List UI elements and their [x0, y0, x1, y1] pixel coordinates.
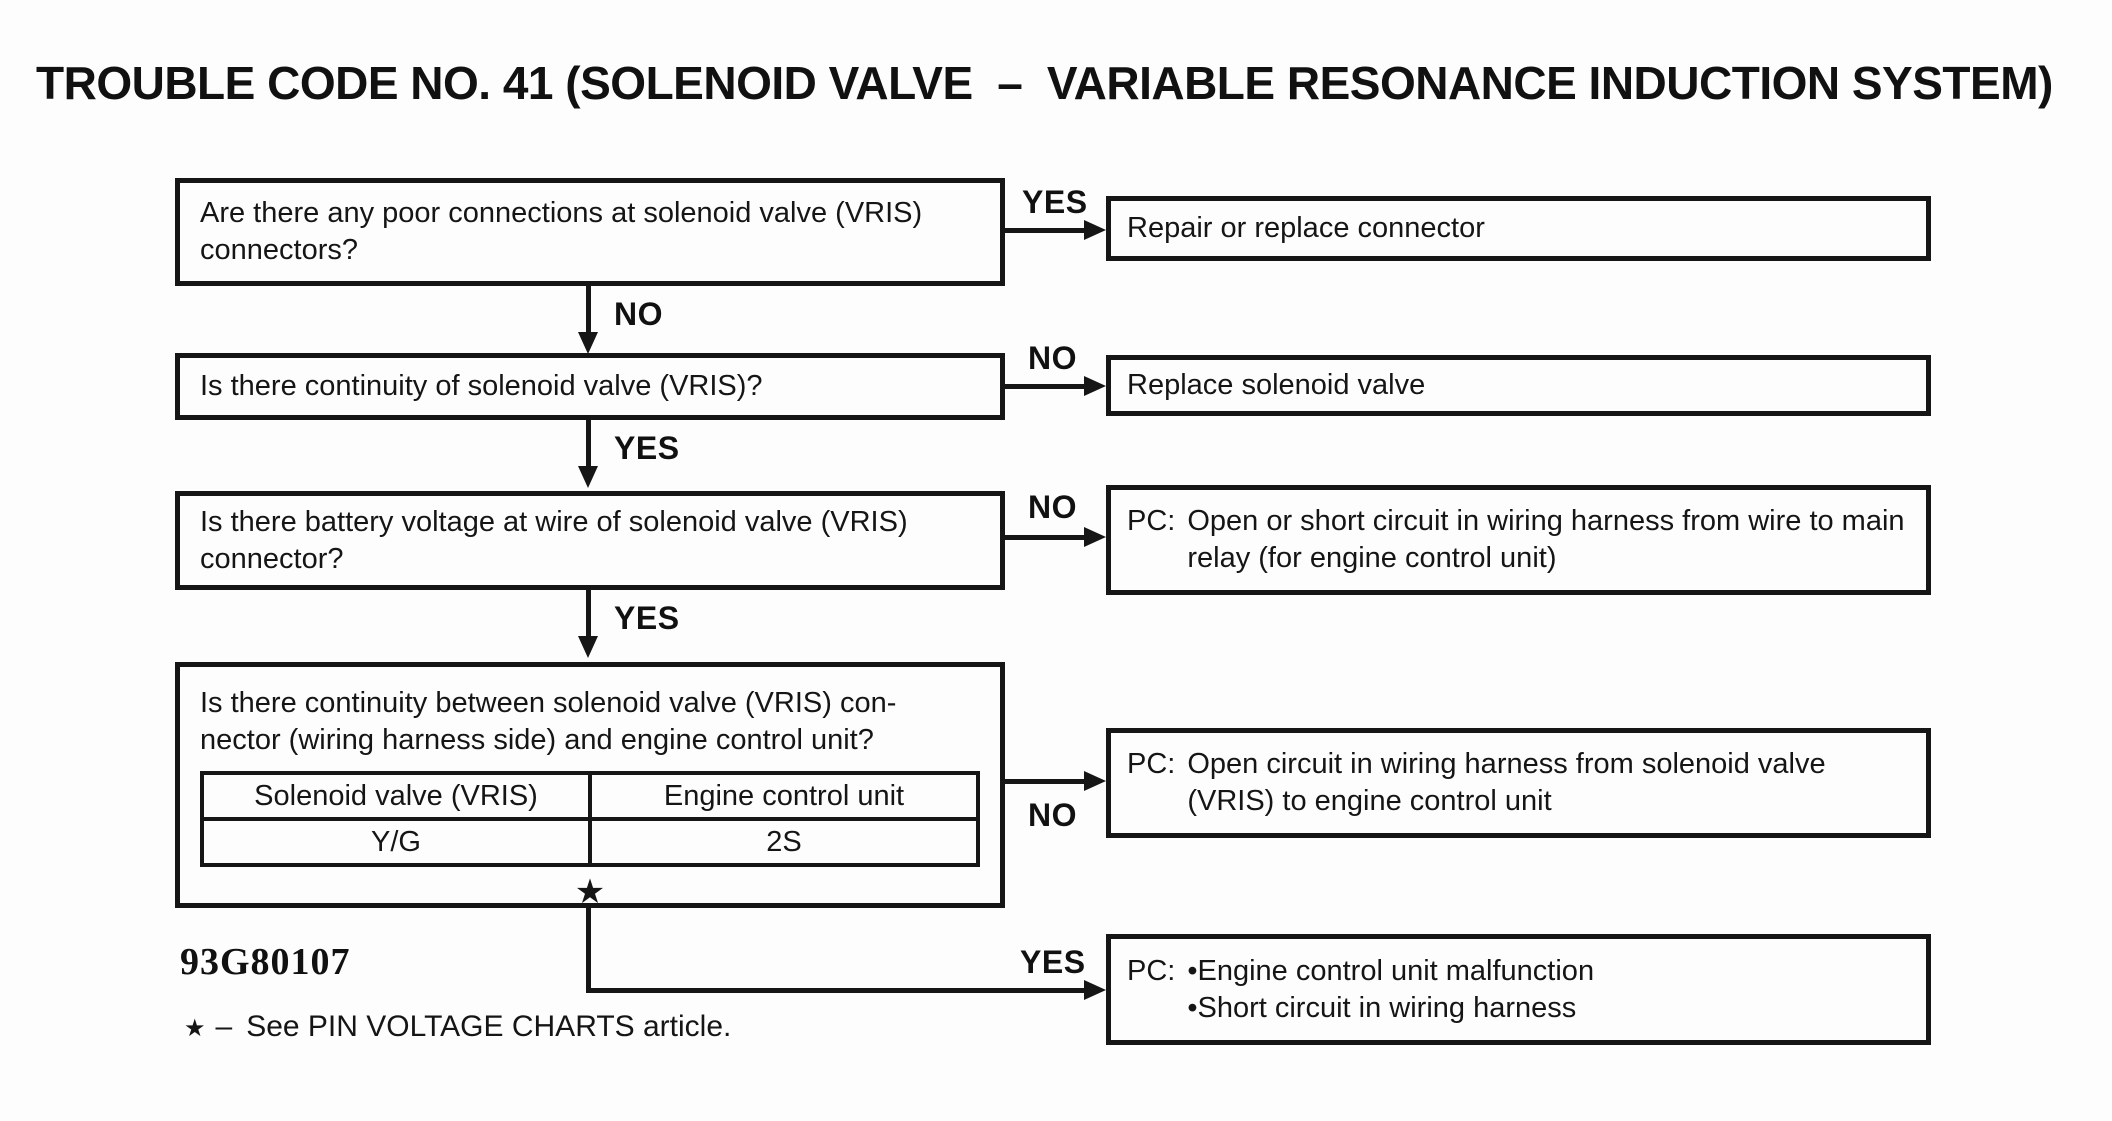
answer-5-bullet-1: •Engine control unit malfunction	[1187, 954, 1595, 987]
table-cell-pin: 2S	[588, 817, 980, 867]
page-title: TROUBLE CODE NO. 41 (SOLENOID VALVE – VA…	[36, 57, 2053, 109]
arrowhead-icon	[1084, 220, 1106, 240]
footnote-text: See PIN VOLTAGE CHARTS article.	[246, 1010, 732, 1043]
no-label-2: NO	[1028, 340, 1077, 376]
answer-4-text: Open circuit in wiring harness from sole…	[1187, 748, 1826, 817]
answer-3-text: Open or short circuit in wiring harness …	[1187, 505, 1905, 574]
connector-line	[1003, 228, 1088, 233]
footnote-dash: –	[215, 1010, 233, 1043]
yes-label-3: YES	[614, 600, 680, 636]
answer-5-row: PC: •Engine control unit malfunction •Sh…	[1127, 953, 1910, 1027]
question-box-4: Is there continuity between solenoid val…	[175, 662, 1005, 911]
arrowhead-icon	[1084, 527, 1106, 547]
arrowhead-icon	[578, 466, 598, 488]
answer-box-3: PC: Open or short circuit in wiring harn…	[1106, 485, 1931, 595]
arrowhead-icon	[1084, 376, 1106, 396]
pc-prefix: PC:	[1127, 748, 1176, 780]
answer-box-1: Repair or replace connector	[1106, 196, 1931, 261]
yes-label-2: YES	[614, 430, 680, 466]
arrowhead-icon	[1084, 980, 1106, 1000]
question-box-3: Is there battery voltage at wire of sole…	[175, 491, 1005, 590]
question-4-text-line1: Is there continuity between solenoid val…	[200, 687, 897, 719]
arrowhead-icon	[1084, 771, 1106, 791]
no-label-1: NO	[614, 296, 663, 332]
answer-5-bullet-2: •Short circuit in wiring harness	[1187, 991, 1577, 1024]
no-label-3: NO	[1028, 489, 1077, 525]
arrowhead-icon	[578, 636, 598, 658]
connector-line	[586, 906, 591, 993]
figure-code: 93G80107	[180, 941, 351, 983]
connector-line	[1003, 779, 1088, 784]
question-box-1: Are there any poor connections at soleno…	[175, 178, 1005, 286]
pc-prefix: PC:	[1127, 954, 1176, 987]
answer-box-5: PC: •Engine control unit malfunction •Sh…	[1106, 934, 1931, 1045]
no-label-4: NO	[1028, 797, 1077, 833]
connector-line	[586, 588, 591, 640]
question-4-text-line2: nector (wiring harness side) and engine …	[200, 724, 874, 756]
pin-continuity-table: Solenoid valve (VRIS) Engine control uni…	[200, 771, 980, 867]
table-header-solenoid: Solenoid valve (VRIS)	[200, 771, 592, 821]
star-reference-icon: ★	[574, 873, 606, 911]
connector-line	[586, 418, 591, 470]
question-box-2: Is there continuity of solenoid valve (V…	[175, 353, 1005, 420]
answer-4-row: PC: Open circuit in wiring harness from …	[1127, 746, 1910, 820]
arrowhead-icon	[578, 332, 598, 354]
yes-label-1: YES	[1022, 184, 1088, 220]
pc-prefix: PC:	[1127, 505, 1176, 537]
question-1-text: Are there any poor connections at soleno…	[200, 197, 923, 266]
footnote: ★–See PIN VOLTAGE CHARTS article.	[184, 1010, 731, 1044]
connector-line	[1003, 535, 1088, 540]
connector-line	[1003, 384, 1088, 389]
question-2-text: Is there continuity of solenoid valve (V…	[200, 370, 763, 402]
question-3-text: Is there battery voltage at wire of sole…	[200, 505, 908, 575]
answer-2-text: Replace solenoid valve	[1127, 369, 1426, 401]
answer-3-row: PC: Open or short circuit in wiring harn…	[1127, 503, 1910, 577]
answer-5-bullets: •Engine control unit malfunction •Short …	[1187, 953, 1910, 1027]
table-header-row: Solenoid valve (VRIS) Engine control uni…	[200, 771, 980, 821]
star-icon: ★	[184, 1015, 206, 1042]
connector-line	[586, 284, 591, 338]
answer-1-text: Repair or replace connector	[1127, 212, 1485, 244]
connector-line	[586, 988, 1086, 993]
table-header-ecu: Engine control unit	[588, 771, 980, 821]
table-row: Y/G 2S	[200, 817, 980, 867]
answer-box-4: PC: Open circuit in wiring harness from …	[1106, 728, 1931, 838]
yes-label-4: YES	[1020, 944, 1086, 980]
table-cell-wire: Y/G	[200, 817, 592, 867]
answer-box-2: Replace solenoid valve	[1106, 355, 1931, 416]
